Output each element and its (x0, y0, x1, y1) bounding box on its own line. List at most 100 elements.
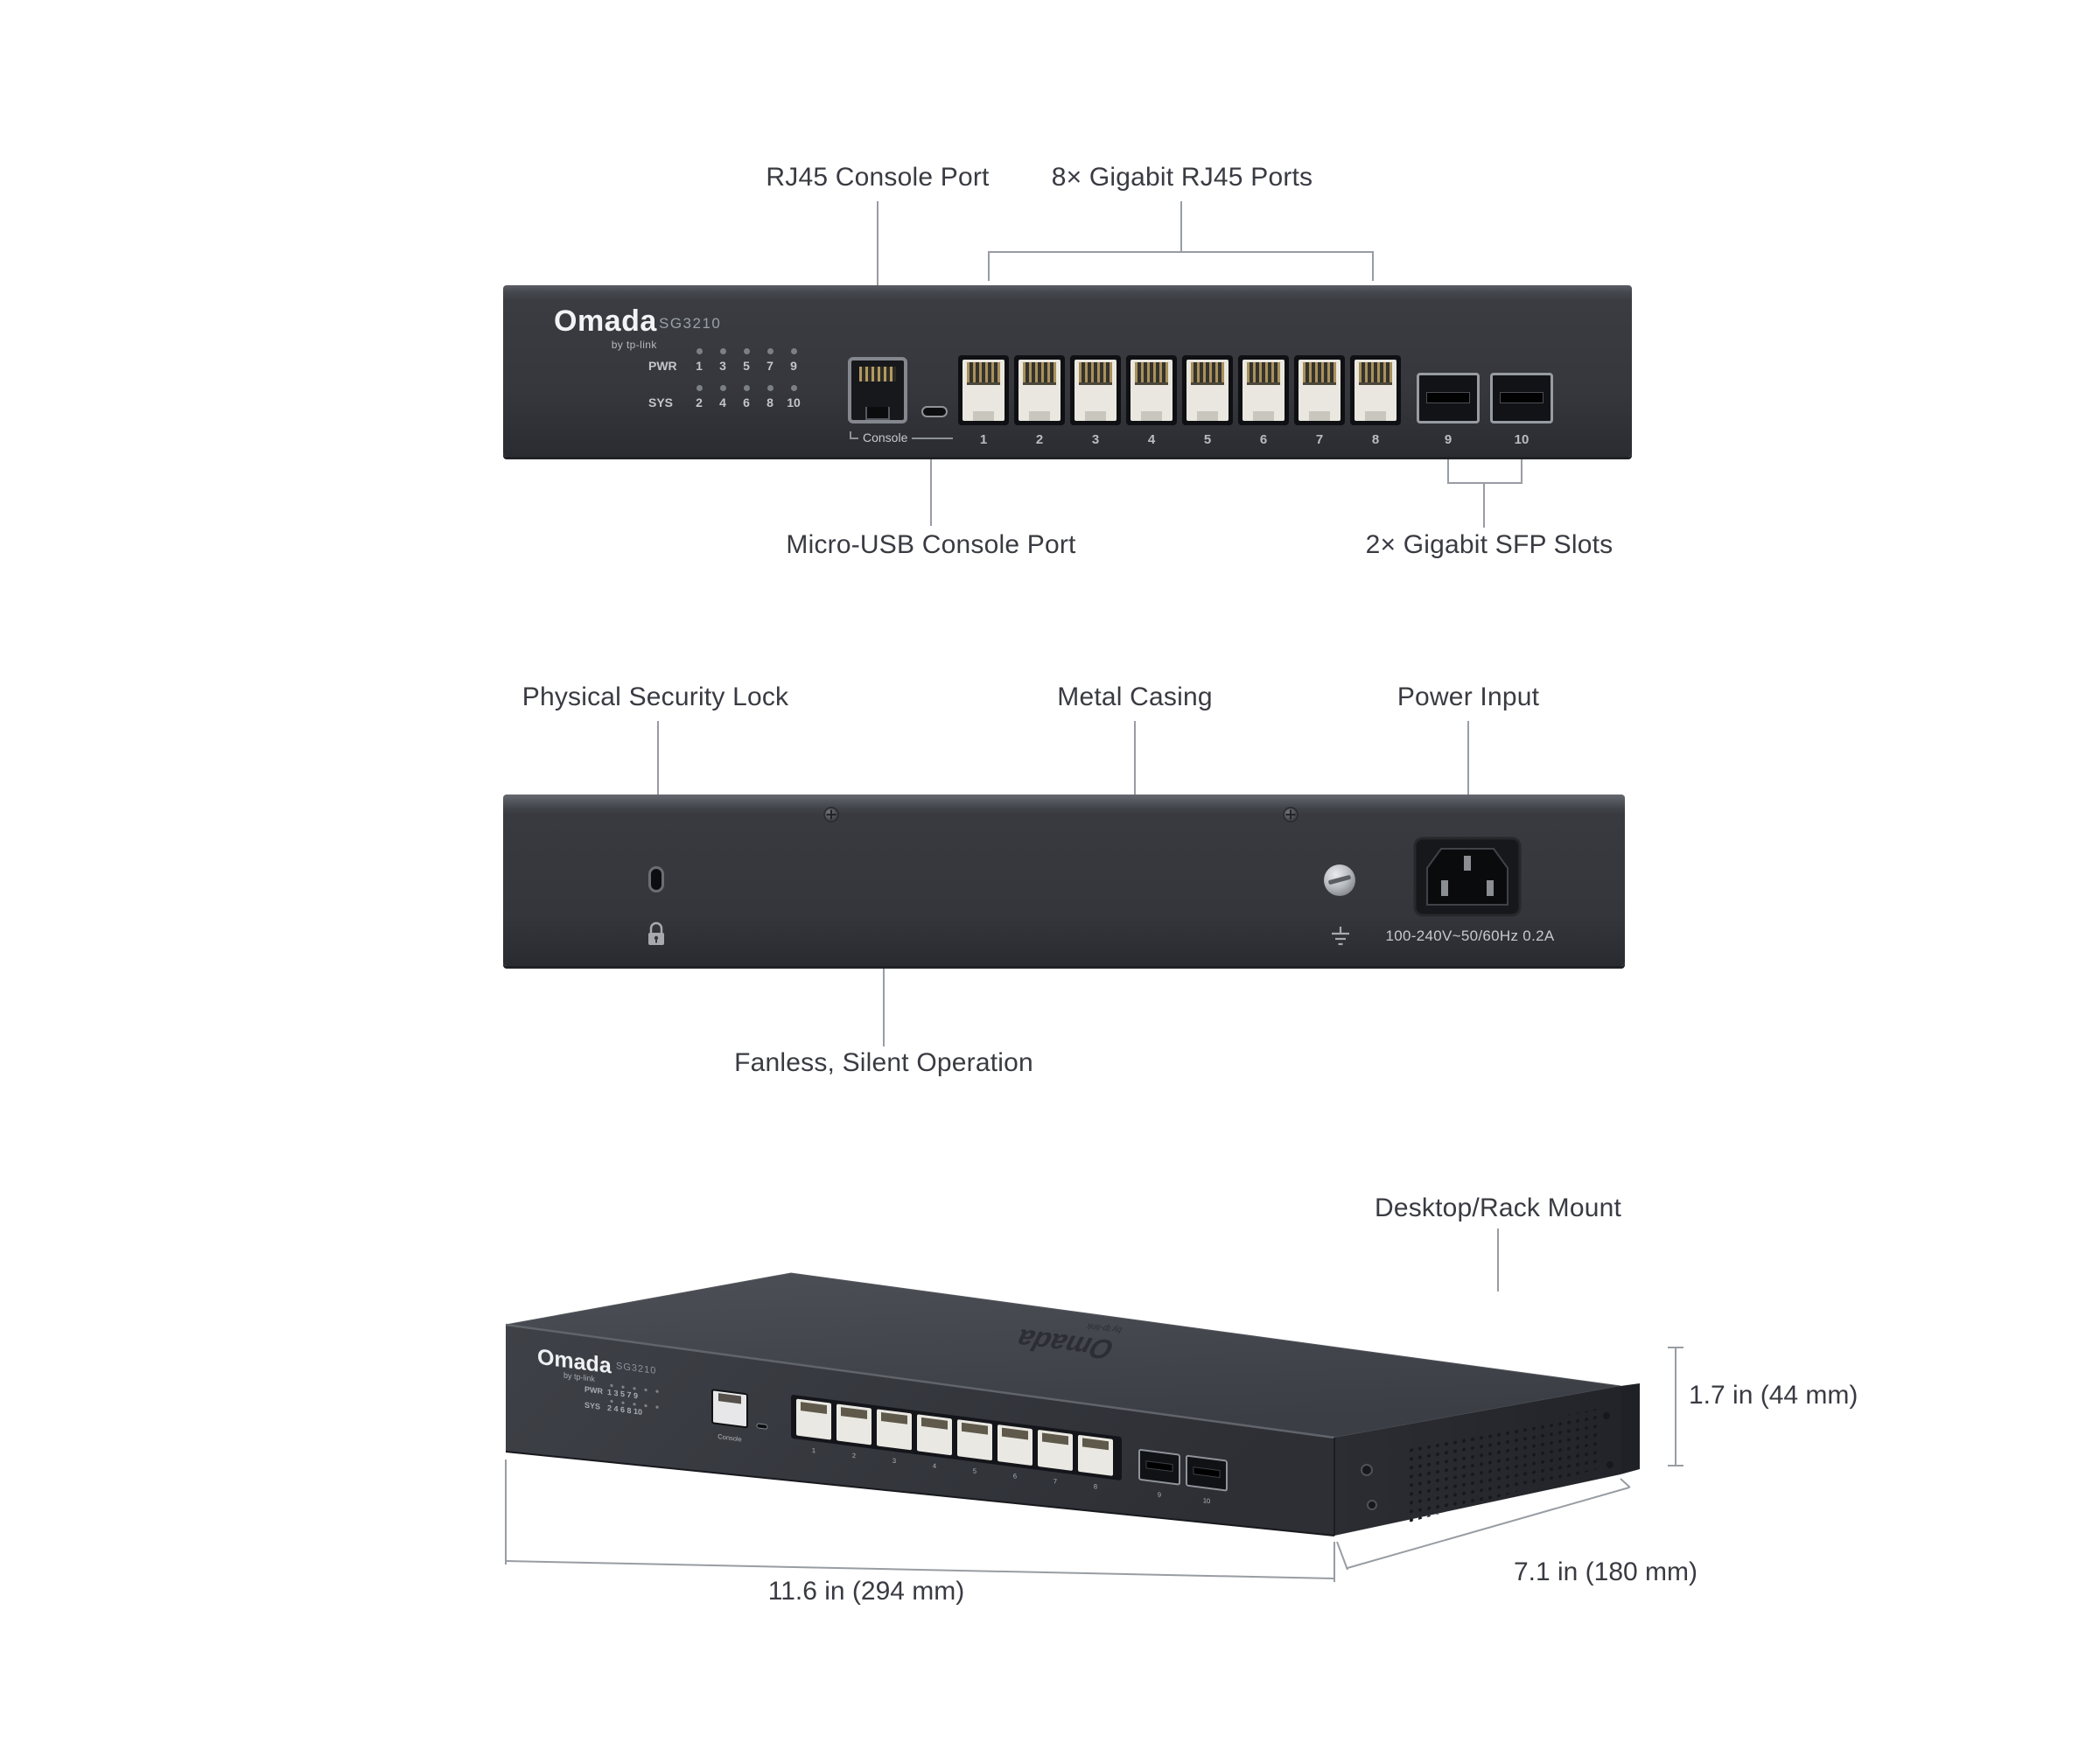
rj45-jack (1298, 360, 1340, 421)
dimension-width-label: 11.6 in (294 mm) (767, 1577, 965, 1606)
switch-front-view: Omada by tp-link SG3210 PWR 1 3 5 7 9 SY… (503, 285, 1632, 457)
console-label-text: Console (863, 430, 908, 444)
rj45-opening (1247, 362, 1280, 385)
led-dot (621, 1385, 625, 1389)
rj45-port (1014, 355, 1065, 425)
switch-rear-view: 100-240V~50/60Hz 0.2A (503, 794, 1625, 966)
led-port-number: 5 (743, 359, 750, 373)
rj45-latch (1253, 411, 1274, 421)
rj45-opening (881, 1411, 907, 1424)
micro-usb-console-port (756, 1423, 768, 1430)
port-number: 2 (852, 1452, 856, 1460)
front-top-edge-highlight (505, 1323, 1335, 1439)
port-number: 8 (1371, 432, 1380, 447)
callout-line-ports-span (988, 251, 1374, 253)
side-screw-hole (1367, 1500, 1377, 1510)
side-screw-hole (1603, 1412, 1610, 1419)
rj45-opening (1002, 1427, 1028, 1440)
dimension-depth-label: 7.1 in (180 mm) (1513, 1558, 1698, 1586)
rj45-opening (921, 1417, 948, 1430)
kensington-lock-slot (648, 866, 664, 892)
rj45-latch (1365, 411, 1386, 421)
led-port-number: 3 (719, 359, 726, 373)
grounding-screw (1324, 864, 1355, 896)
rj45-opening (1303, 362, 1336, 385)
led-dot (655, 1405, 659, 1409)
rj45-opening (801, 1402, 827, 1415)
led-dot (644, 1404, 648, 1408)
rj45-latch (1197, 411, 1218, 421)
rj45-port (1294, 355, 1345, 425)
rack-mount-ear (1620, 1383, 1640, 1474)
dim-depth-line (1347, 1487, 1630, 1569)
rj45-jack (962, 360, 1004, 421)
rj45-port (1070, 355, 1121, 425)
screw-icon (823, 807, 839, 822)
led-port-number: 7 (766, 359, 774, 373)
power-rating-text: 100-240V~50/60Hz 0.2A (1385, 928, 1555, 944)
angled-front-details: Omada by tp-link SG3210 PWR 1 3 5 7 9 SY… (537, 1345, 1228, 1505)
console-port-notch (865, 407, 890, 420)
rj45-opening (841, 1407, 867, 1419)
led-dot (720, 348, 726, 354)
model-number: SG3210 (659, 315, 722, 332)
callout-fanless: Fanless, Silent Operation (734, 1048, 1033, 1077)
led-dot (720, 385, 726, 391)
console-port-label: Console (718, 1432, 741, 1443)
rj45-jack (1074, 360, 1116, 421)
rj45-latch (1141, 411, 1162, 421)
callout-line-micro-usb (930, 421, 932, 526)
console-port-pins (859, 367, 896, 382)
console-label-line (850, 431, 858, 439)
led-dot (644, 1388, 648, 1392)
port-number: 1 (812, 1446, 816, 1454)
rj45-jack (1242, 360, 1284, 421)
callout-gigabit-rj45-ports: 8× Gigabit RJ45 Ports (1051, 163, 1313, 192)
sfp-opening (1426, 392, 1470, 403)
console-port-label: Console (850, 430, 953, 444)
led-dot (696, 385, 703, 391)
callout-metal-casing: Metal Casing (1057, 682, 1213, 711)
port-number: 7 (1054, 1477, 1057, 1485)
port-number: 5 (973, 1466, 976, 1474)
sfp-opening (1145, 1460, 1173, 1473)
led-dot (744, 385, 750, 391)
rj45-opening (1082, 1438, 1109, 1451)
rj45-opening (1359, 362, 1392, 385)
omada-logo: Omada by tp-link (554, 306, 657, 351)
sfp-number: 10 (1203, 1496, 1210, 1505)
sfp-number: 10 (1514, 432, 1530, 447)
led-port-number: 10 (787, 396, 801, 410)
dim-depth-ext (1620, 1478, 1631, 1488)
led-dot (767, 385, 774, 391)
led-port-number: 4 (719, 396, 726, 410)
led-dot (744, 348, 750, 354)
ground-icon (1332, 927, 1349, 946)
led-port-number: 8 (766, 396, 774, 410)
callout-line-console (877, 201, 878, 357)
rj45-port (1182, 355, 1233, 425)
console-label-line (912, 431, 953, 439)
rj45-jack (1130, 360, 1172, 421)
callout-line-ports-left-tick (988, 251, 990, 281)
callout-rj45-console-port: RJ45 Console Port (766, 163, 990, 192)
sfp-slot (1417, 373, 1480, 424)
rj45-opening (1042, 1432, 1068, 1446)
led-row-label: PWR (648, 359, 677, 373)
model-number: SG3210 (616, 1361, 656, 1376)
rj45-port (1126, 355, 1177, 425)
rj45-jack (1354, 360, 1396, 421)
power-inlet (1413, 836, 1522, 917)
rj45-opening (1191, 362, 1224, 385)
console-port-pins (718, 1393, 741, 1404)
sfp-number: 9 (1444, 432, 1452, 447)
led-port-number: 6 (743, 396, 750, 410)
led-dot (633, 1403, 636, 1406)
rj45-latch (1029, 411, 1050, 421)
led-dot (696, 348, 703, 354)
front-bottom-edge (505, 1451, 1335, 1536)
rj45-port (1350, 355, 1401, 425)
led-row-label: SYS (648, 396, 674, 410)
rj45-latch (1085, 411, 1106, 421)
